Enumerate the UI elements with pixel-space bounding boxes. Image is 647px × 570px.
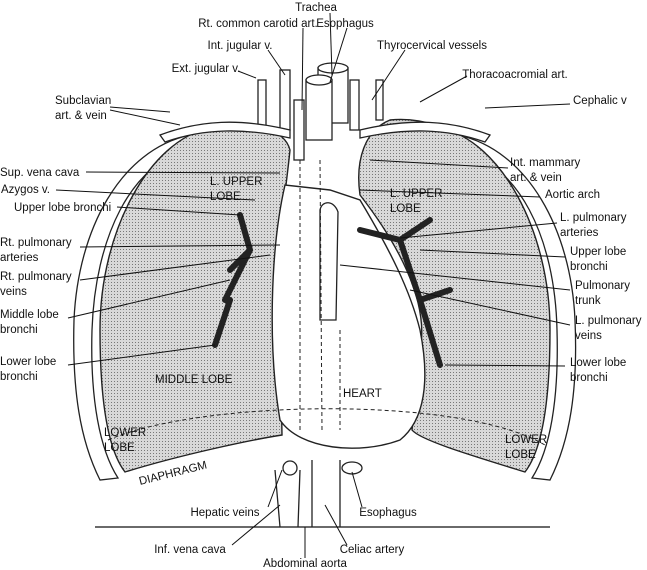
left-lung (358, 118, 551, 473)
label-abdominal-aorta: Abdominal aorta (263, 558, 347, 570)
ivc (274, 469, 301, 528)
label-trachea: Trachea (295, 2, 337, 14)
label-rt-common-carotid: Rt. common carotid art. (198, 18, 318, 30)
esophagus-tube (305, 79, 333, 141)
region-left-upper-lobe: L. UPPER (390, 188, 442, 200)
label-pulmonary-trunk-2: trunk (575, 295, 601, 307)
label-upper-lobe-bronchi-right: Upper lobe bronchi (14, 202, 111, 214)
label-sup-vena-cava: Sup. vena cava (0, 167, 80, 179)
subclavian-right (158, 121, 291, 143)
region-right-upper-lobe-2: LOBE (210, 191, 241, 203)
label-thyrocervical: Thyrocervical vessels (377, 40, 487, 52)
label-inf-vena-cava: Inf. vena cava (154, 544, 226, 556)
label-celiac-artery: Celiac artery (340, 544, 405, 556)
region-left-upper-lobe-2: LOBE (390, 203, 421, 215)
region-right-upper-lobe: L. UPPER (210, 176, 262, 188)
label-upper-lobe-bronchi-left-2: bronchi (570, 261, 608, 273)
label-cephalic: Cephalic v (573, 95, 627, 107)
heart (271, 184, 426, 449)
thyrocervical (349, 79, 360, 131)
label-int-mammary-2: art. & vein (510, 172, 562, 184)
label-pulmonary-trunk: Pulmonary (575, 280, 630, 292)
region-left-lower-lobe: LOWER (505, 434, 547, 446)
label-rt-pulmonary-veins: Rt. pulmonary (0, 271, 72, 283)
label-int-mammary: Int. mammary (510, 157, 581, 169)
label-azygos: Azygos v. (1, 184, 50, 196)
aorta (319, 202, 339, 321)
region-right-lower-lobe: LOWER (104, 427, 146, 439)
label-subclavian-2: art. & vein (55, 110, 107, 122)
region-left-lower-lobe-2: LOBE (505, 449, 536, 461)
label-l-pulmonary-veins-2: veins (575, 330, 602, 342)
ext-jugular (257, 79, 267, 131)
bronchi-right (212, 212, 254, 348)
rib-cage-left (451, 134, 577, 481)
esophagus-dashed (299, 159, 341, 431)
label-l-pulmonary-veins: L. pulmonary (575, 315, 642, 327)
diaphragm-dome (107, 408, 546, 446)
esophagus-ring (305, 74, 333, 86)
region-heart: HEART (343, 388, 382, 400)
label-int-jugular: Int. jugular v. (208, 40, 273, 52)
region-right-lower-lobe-2: LOBE (104, 442, 135, 454)
hepatic-vein-ring (282, 460, 298, 476)
label-esophagus-top: Esophagus (316, 18, 374, 30)
label-esophagus-bottom: Esophagus (359, 507, 417, 519)
label-thoracoacromial: Thoracoacromial art. (462, 69, 567, 81)
thyrocervical-2 (375, 79, 384, 121)
label-l-pulmonary-arteries: L. pulmonary (560, 212, 627, 224)
carotid (293, 99, 305, 161)
label-subclavian: Subclavian (55, 95, 111, 107)
int-jugular (279, 69, 291, 131)
label-middle-lobe-bronchi: Middle lobe (0, 309, 59, 321)
label-ext-jugular: Ext. jugular v. (172, 63, 241, 75)
label-rt-pulmonary-veins-2: veins (0, 286, 27, 298)
label-rt-pulmonary-arteries: Rt. pulmonary (0, 237, 72, 249)
esophagus-bottom-ring (341, 461, 363, 475)
right-lung (99, 124, 291, 473)
abdominal-aorta (311, 460, 341, 527)
label-l-pulmonary-arteries-2: arteries (560, 227, 599, 239)
leader-lines (55, 12, 571, 558)
label-lower-lobe-bronchi-right-2: bronchi (0, 371, 38, 383)
label-hepatic-veins: Hepatic veins (190, 507, 259, 519)
label-middle-lobe-bronchi-2: bronchi (0, 324, 38, 336)
region-middle-lobe: MIDDLE LOBE (155, 374, 233, 386)
label-lower-lobe-bronchi-right: Lower lobe (0, 356, 56, 368)
subclavian-left (359, 121, 492, 143)
rib-cage-right (73, 134, 196, 481)
label-aortic-arch: Aortic arch (545, 189, 600, 201)
label-lower-lobe-bronchi-left: Lower lobe (570, 357, 626, 369)
label-upper-lobe-bronchi-left: Upper lobe (570, 246, 626, 258)
label-rt-pulmonary-arteries-2: arteries (0, 252, 39, 264)
label-lower-lobe-bronchi-left-2: bronchi (570, 372, 608, 384)
